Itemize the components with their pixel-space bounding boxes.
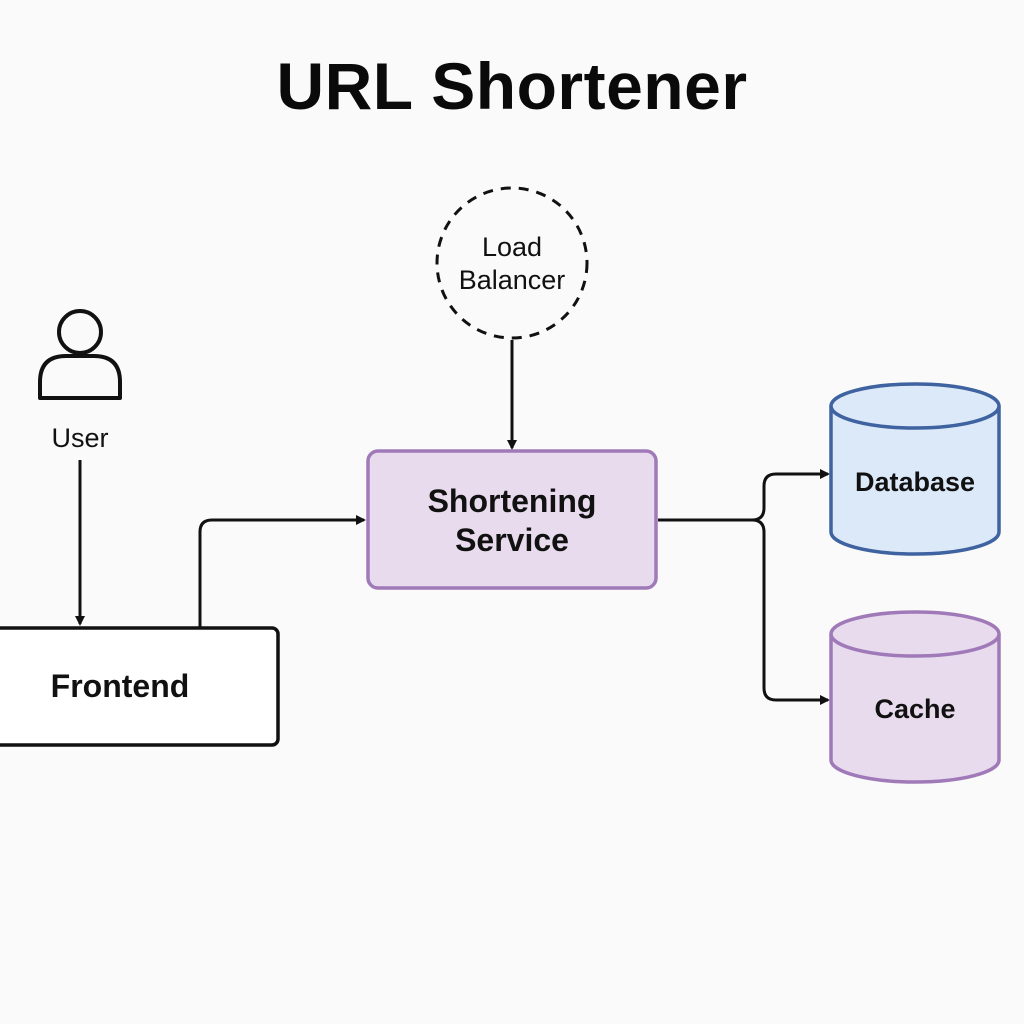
shortening-service-label: Shortening Service <box>368 478 656 564</box>
shortening-service-label-line2: Service <box>455 522 569 558</box>
arrow-service-to-cache <box>751 518 830 705</box>
database-cylinder <box>829 382 1001 556</box>
user-label: User <box>51 422 109 453</box>
arrow-service-to-database <box>658 469 830 522</box>
cache-cylinder <box>829 610 1001 784</box>
load-balancer-label-line1: Load <box>481 232 543 263</box>
cache-label: Cache <box>874 693 956 724</box>
load-balancer-label: Load Balancer <box>437 228 587 300</box>
diagram-title: URL Shortener <box>276 49 748 123</box>
load-balancer-label-line2: Balancer <box>458 265 566 295</box>
load-balancer-circle <box>435 186 589 340</box>
shortening-service-label-line1: Shortening <box>427 482 597 519</box>
arrow-frontend-to-service <box>198 515 366 628</box>
frontend-box <box>0 626 280 747</box>
database-label: Database <box>854 466 976 497</box>
frontend-label: Frontend <box>50 668 190 705</box>
user-icon <box>38 309 122 400</box>
shortening-service-box <box>366 449 658 590</box>
